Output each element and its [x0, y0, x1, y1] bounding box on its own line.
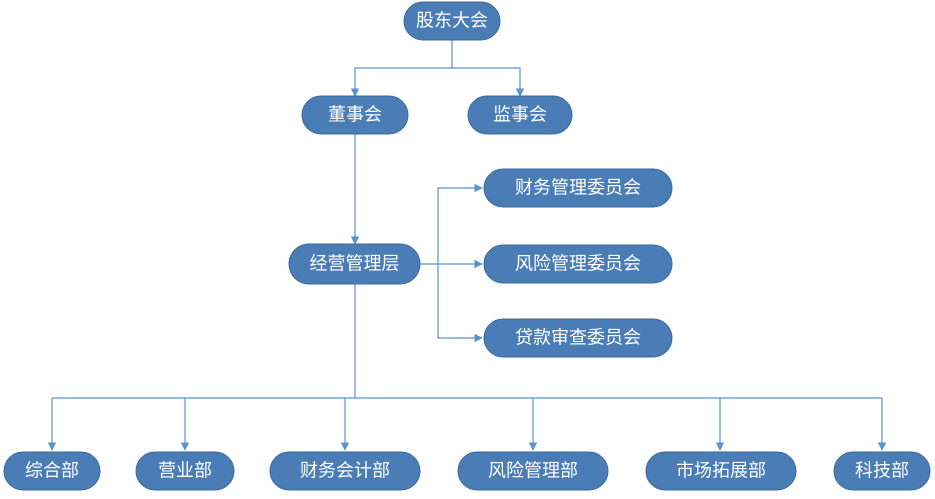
node-dept-general-label: 综合部 [25, 461, 79, 482]
node-finance-committee: 财务管理委员会 [483, 168, 673, 208]
node-loan-committee-label: 贷款审查委员会 [515, 328, 641, 349]
connector-management-finance-committee [420, 183, 483, 265]
node-dept-risk-label: 风险管理部 [488, 461, 578, 482]
node-shareholders-label: 股东大会 [416, 11, 488, 32]
node-dept-accounting: 财务会计部 [269, 451, 421, 491]
node-dept-accounting-label: 财务会计部 [300, 461, 390, 482]
node-shareholders: 股东大会 [403, 1, 501, 41]
node-supervisors-label: 监事会 [493, 105, 547, 126]
node-board: 董事会 [301, 95, 409, 135]
node-loan-committee: 贷款审查委员会 [483, 318, 673, 358]
node-management-label: 经营管理层 [310, 254, 400, 275]
node-dept-general: 综合部 [3, 451, 101, 491]
node-dept-tech: 科技部 [833, 451, 931, 491]
node-dept-business: 营业部 [135, 451, 235, 491]
node-supervisors: 监事会 [467, 95, 573, 135]
node-risk-committee-label: 风险管理委员会 [515, 254, 641, 275]
node-board-label: 董事会 [328, 105, 382, 126]
connector-shareholders-board [350, 40, 453, 97]
connector-shareholders-supervisors [452, 67, 525, 97]
node-finance-committee-label: 财务管理委员会 [515, 178, 641, 199]
connector-management-loan-committee [437, 264, 483, 343]
node-dept-risk: 风险管理部 [457, 451, 609, 491]
connectors [47, 40, 887, 451]
node-dept-business-label: 营业部 [158, 461, 212, 482]
node-risk-committee: 风险管理委员会 [483, 244, 673, 284]
node-dept-market: 市场拓展部 [645, 451, 797, 491]
node-management: 经营管理层 [288, 243, 421, 285]
node-dept-tech-label: 科技部 [855, 461, 909, 482]
node-dept-market-label: 市场拓展部 [676, 461, 766, 482]
